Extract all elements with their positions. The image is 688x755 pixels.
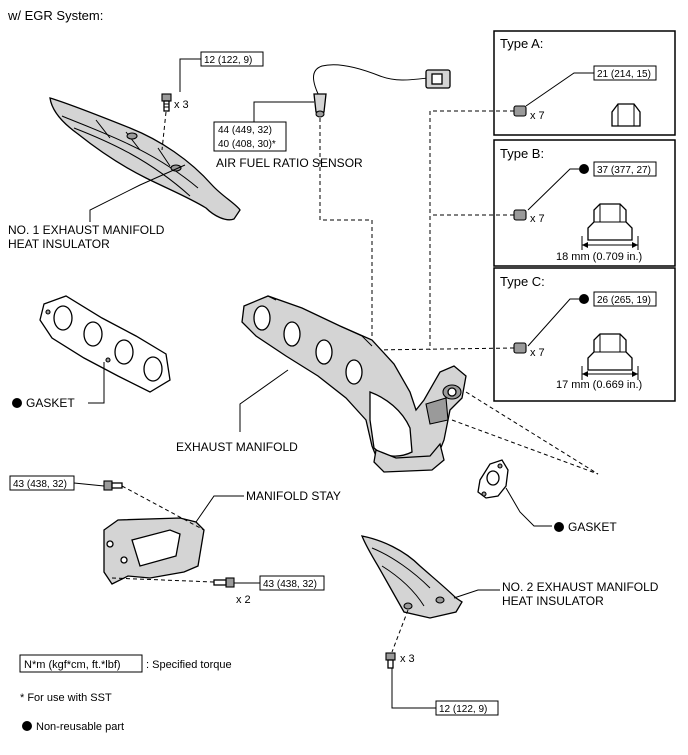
no1-heat-insulator-group: x 3 12 (122, 9) NO. 1 EXHAUST MANIFOLD H…: [8, 51, 264, 251]
manifold-stay: [103, 517, 205, 585]
exhaust-manifold-label: EXHAUST MANIFOLD: [176, 440, 298, 454]
no2-insulator-torque: 12 (122, 9): [439, 704, 487, 715]
no2-insulator-qty: x 3: [400, 653, 415, 665]
right-gasket: [477, 459, 509, 499]
sensor-torque-2: 40 (408, 30)*: [218, 139, 276, 150]
type-c-nut-detail: [581, 333, 639, 380]
type-b-nut-detail: [581, 203, 639, 250]
type-c-panel: Type C: 26 (265, 19) x 7 17 mm (0.669 in…: [493, 267, 676, 402]
manifold-stay-label: MANIFOLD STAY: [246, 489, 341, 503]
no1-insulator-torque: 12 (122, 9): [204, 55, 252, 66]
left-gasket-non-reusable-icon: [12, 398, 22, 408]
type-b-dimension: 18 mm (0.709 in.): [556, 251, 642, 263]
sensor-wire: [313, 64, 429, 99]
no2-insulator-label-2: HEAT INSULATOR: [502, 594, 604, 608]
sensor-body: [313, 93, 327, 113]
type-a-panel: Type A: 21 (214, 15) x 7: [493, 30, 676, 136]
no1-insulator-qty: x 3: [174, 99, 189, 111]
type-a-title: Type A:: [500, 36, 543, 51]
legend: N*m (kgf*cm, ft.*lbf) : Specified torque…: [19, 654, 232, 733]
no1-insulator-label-1: NO. 1 EXHAUST MANIFOLD: [8, 223, 165, 237]
no2-insulator-label-1: NO. 2 EXHAUST MANIFOLD: [502, 580, 659, 594]
left-gasket: [39, 295, 171, 393]
type-c-non-reusable-icon: [579, 294, 589, 304]
type-b-non-reusable-icon: [579, 164, 589, 174]
no1-heat-insulator: [49, 97, 241, 221]
exhaust-manifold: [241, 295, 467, 473]
no1-insulator-label-2: HEAT INSULATOR: [8, 237, 110, 251]
type-a-nut-detail: [611, 103, 641, 127]
type-c-nut: [513, 342, 527, 354]
type-b-qty: x 7: [530, 213, 545, 225]
legend-non-reusable-icon: [22, 721, 32, 731]
type-b-panel: Type B: 37 (377, 27) x 7 18 mm (0.709 in…: [493, 139, 676, 267]
manifold-stay-qty: x 2: [236, 594, 251, 606]
type-b-torque: 37 (377, 27): [597, 165, 651, 176]
type-a-qty: x 7: [530, 110, 545, 122]
legend-sst-note: * For use with SST: [20, 692, 112, 704]
left-gasket-label: GASKET: [26, 396, 75, 410]
legend-torque-desc: : Specified torque: [146, 659, 232, 671]
right-gasket-non-reusable-icon: [554, 522, 564, 532]
type-b-nut: [513, 209, 527, 221]
type-a-nut: [513, 105, 527, 117]
legend-non-reusable: Non-reusable part: [36, 721, 124, 733]
manifold-stay-torque-bottom: 43 (438, 32): [263, 579, 317, 590]
right-gasket-label: GASKET: [568, 520, 617, 534]
manifold-stay-bottom-bolt: [213, 577, 235, 588]
sensor-label: AIR FUEL RATIO SENSOR: [216, 156, 363, 170]
type-a-torque: 21 (214, 15): [597, 69, 651, 80]
legend-torque-units: N*m (kgf*cm, ft.*lbf): [24, 659, 121, 671]
type-b-title: Type B:: [500, 146, 544, 161]
type-c-torque: 26 (265, 19): [597, 295, 651, 306]
air-fuel-ratio-sensor-group: 44 (449, 32) 40 (408, 30)* AIR FUEL RATI…: [213, 64, 451, 336]
page-title: w/ EGR System:: [7, 8, 103, 23]
manifold-stay-torque-top: 43 (438, 32): [13, 479, 67, 490]
type-c-title: Type C:: [500, 274, 545, 289]
no2-insulator-bolt: [385, 652, 396, 669]
sensor-torque-1: 44 (449, 32): [218, 125, 272, 136]
no1-insulator-bolt: [161, 93, 172, 112]
manifold-stay-top-bolt: [103, 480, 123, 491]
type-c-qty: x 7: [530, 347, 545, 359]
type-c-dimension: 17 mm (0.669 in.): [556, 379, 642, 391]
no2-heat-insulator: [360, 535, 463, 619]
